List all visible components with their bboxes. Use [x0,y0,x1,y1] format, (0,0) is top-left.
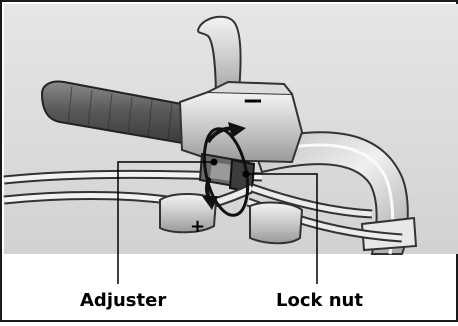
lock-nut-label: Lock nut [276,292,363,310]
plus-sign: + [190,218,205,236]
adjuster-label: Adjuster [80,292,166,310]
minus-sign: − [242,88,264,114]
